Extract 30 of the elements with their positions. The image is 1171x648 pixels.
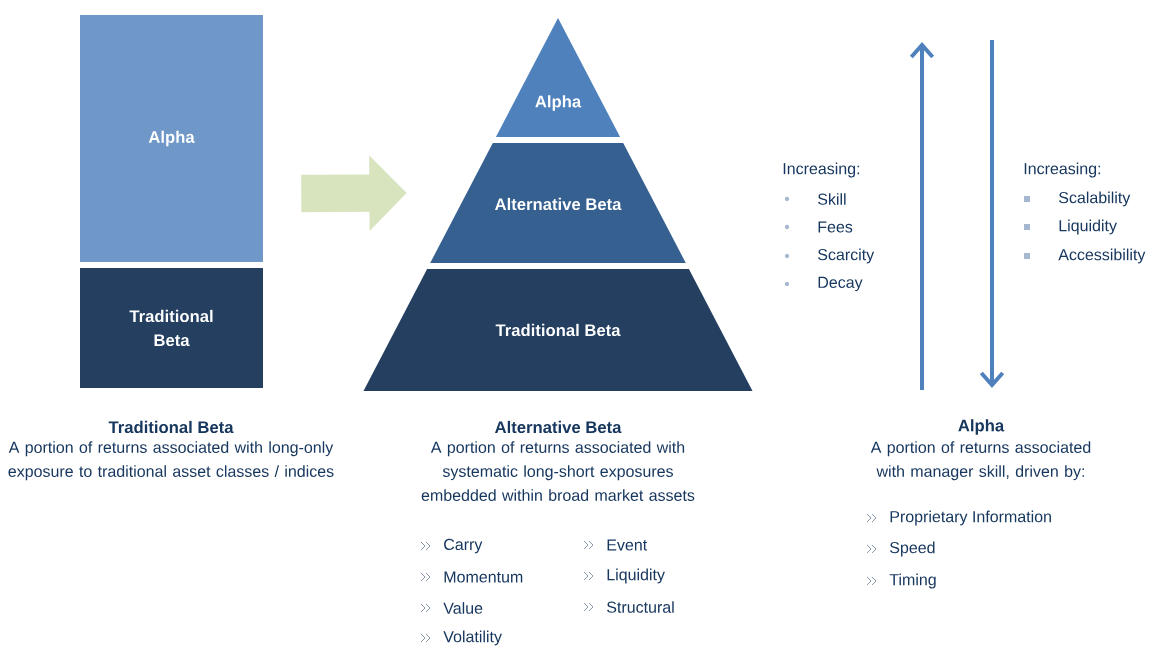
list-item: Proprietary Information bbox=[890, 510, 1051, 526]
pyramid-tier: Alternative Beta bbox=[430, 143, 686, 263]
block-box: Traditional Beta bbox=[80, 268, 263, 388]
list-item: Scarcity bbox=[818, 248, 875, 264]
list-item: Momentum bbox=[444, 571, 523, 583]
description: A portion of returns associated with systematic long-short exposures embedded within broad market assets bbox=[421, 441, 695, 501]
list-item: Timing bbox=[889, 573, 936, 589]
heading: Traditional Beta bbox=[108, 420, 234, 434]
block-box: Alpha bbox=[80, 15, 263, 262]
description: A portion of returns associated with long-only exposure to traditional asset classes / indices bbox=[8, 441, 334, 481]
list-item: Liquidity bbox=[1059, 219, 1117, 235]
list-item: Speed bbox=[890, 541, 935, 557]
list-item: Increasing: bbox=[1024, 162, 1101, 178]
list-item: Structural bbox=[607, 601, 674, 613]
list-item: Accessibility bbox=[1058, 248, 1146, 264]
list-item: Scalability bbox=[1059, 191, 1131, 207]
list-item: Volatility bbox=[443, 630, 502, 646]
list-item: Liquidity bbox=[607, 568, 665, 584]
pyramid-tier: Alpha bbox=[495, 18, 621, 137]
list-item: Carry bbox=[444, 538, 483, 554]
list-item: Value bbox=[443, 602, 483, 614]
heading: Alternative Beta bbox=[495, 420, 622, 434]
description: A portion of returns associated with manager skill, driven by: bbox=[870, 441, 1091, 481]
heading: Alpha bbox=[958, 419, 1005, 435]
pyramid-tier: Traditional Beta bbox=[363, 269, 753, 391]
list-item: Fees bbox=[818, 221, 853, 233]
list-item: Event bbox=[607, 539, 648, 551]
list-item: Skill bbox=[818, 193, 846, 205]
list-item: Decay bbox=[818, 276, 863, 292]
list-item: Increasing: bbox=[783, 162, 860, 178]
